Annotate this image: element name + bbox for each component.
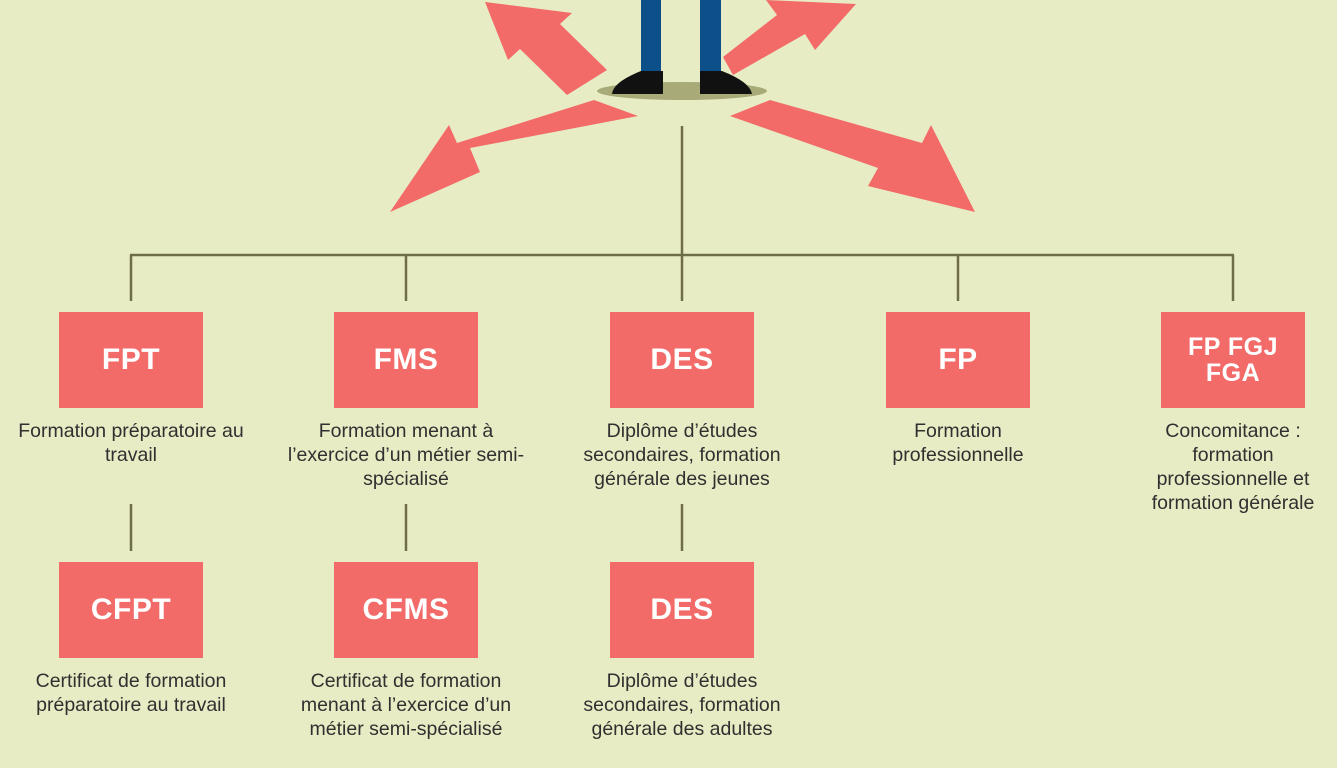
arrow-upper-right	[723, 0, 856, 75]
node-fms-description: Formation menant à l’exercice d’un métie…	[287, 420, 525, 490]
arrow-lower-left	[390, 100, 638, 212]
node-fp-label: FP	[938, 343, 978, 376]
node-des-description: Diplôme d’études secondaires, formation …	[583, 420, 781, 490]
node-des-box: DES	[610, 312, 754, 408]
node-fpfgj-box: FP FGJ FGA	[1161, 312, 1305, 408]
arrow-upper-left	[485, 2, 607, 95]
node-cfms-box: CFMS	[334, 562, 478, 658]
node-des2-label: DES	[650, 593, 714, 626]
node-fpt-label: FPT	[101, 343, 161, 376]
node-fms-label: FMS	[373, 343, 439, 376]
node-cfms-label: CFMS	[362, 593, 450, 626]
arrow-lower-right	[730, 100, 975, 212]
node-cfpt-label: CFPT	[90, 593, 172, 626]
node-cfms-description: Certificat de formation menant à l’exerc…	[300, 670, 512, 740]
node-fpt-box: FPT	[59, 312, 203, 408]
connector-lines	[129, 126, 1235, 551]
person-right-shoe	[700, 71, 752, 94]
node-fms-box: FMS	[334, 312, 478, 408]
node-cfpt-description: Certificat de formation préparatoire au …	[35, 670, 227, 716]
node-des2-box: DES	[610, 562, 754, 658]
node-fpfgj-label-line2: FGA	[1205, 359, 1261, 387]
node-fp-box: FP	[886, 312, 1030, 408]
person-left-leg	[641, 0, 661, 72]
node-des2-description: Diplôme d’études secondaires, formation …	[583, 670, 781, 740]
person-right-leg	[700, 0, 721, 72]
person-left-shoe	[612, 71, 663, 94]
node-fpfgj-label-line1: FP FGJ	[1187, 332, 1279, 361]
node-des-label: DES	[650, 343, 714, 376]
node-cfpt-box: CFPT	[59, 562, 203, 658]
node-fpt-description: Formation préparatoire au travail	[18, 420, 244, 466]
node-fp-description: Formation professionnelle	[892, 420, 1024, 466]
node-fpfgj-description: Concomitance : formation professionnelle…	[1151, 420, 1315, 514]
